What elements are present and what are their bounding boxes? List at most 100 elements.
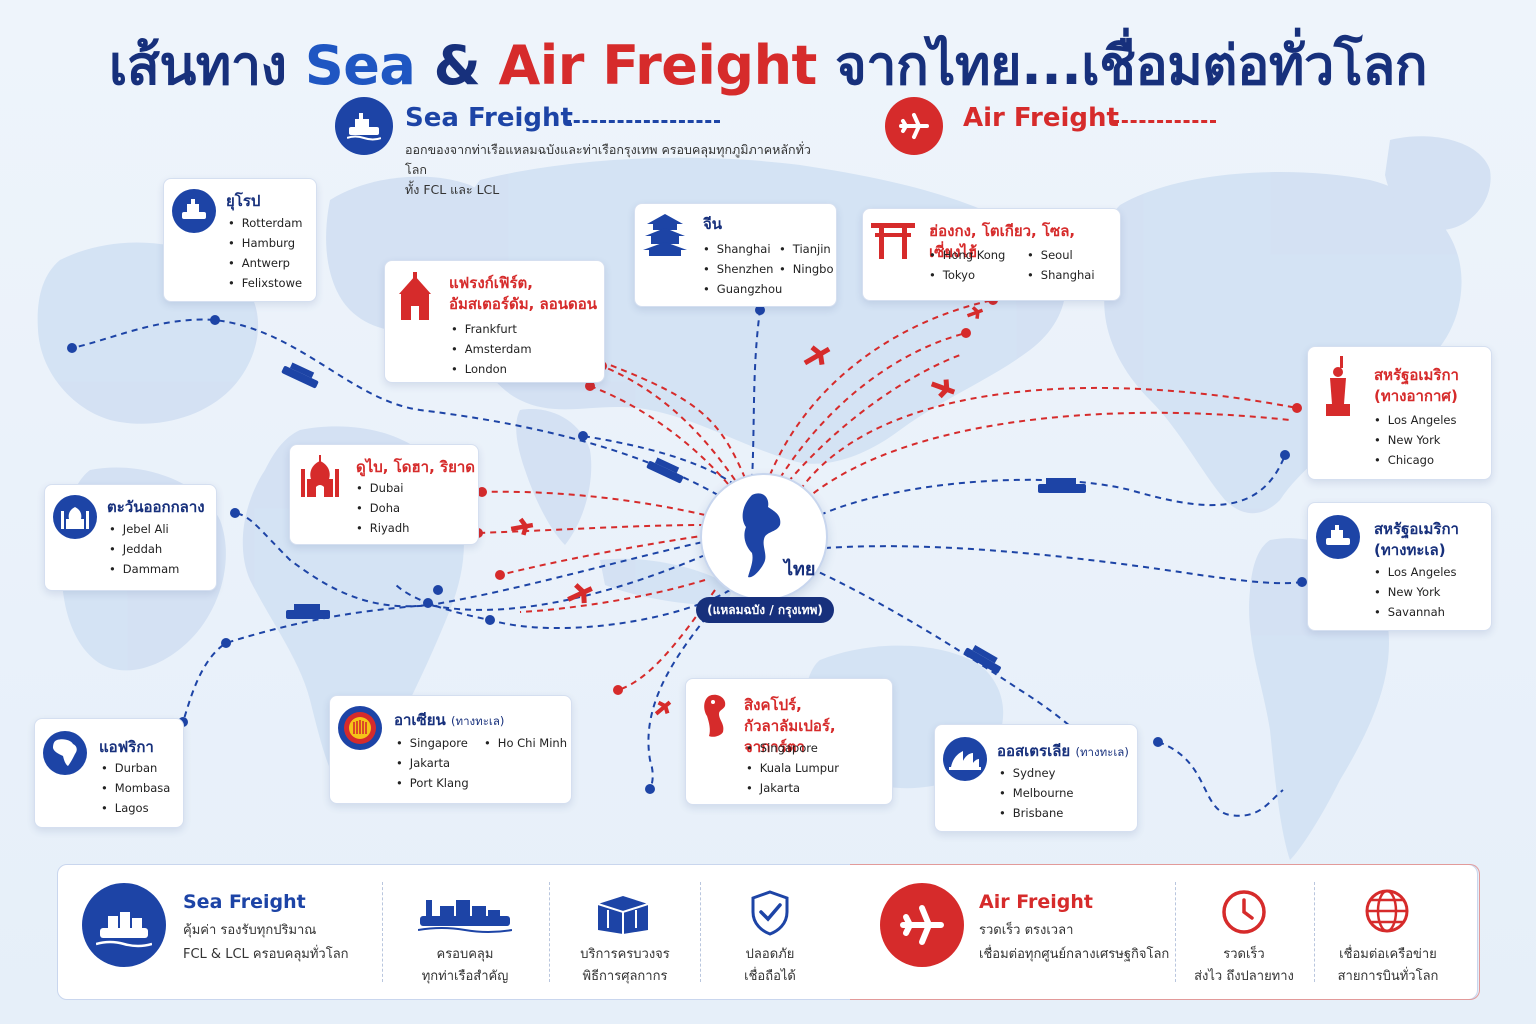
city-item: Frankfurt: [451, 319, 532, 339]
cargo-ship-icon: [417, 892, 513, 938]
sea-route-usa-south: [824, 545, 1303, 585]
footer-sea-line-2: FCL & LCL ครอบคลุมทั่วโลก: [183, 947, 349, 962]
city-item: Jakarta: [746, 778, 839, 798]
air-route-frankfurt: [601, 365, 736, 481]
city-item: Rotterdam: [228, 213, 303, 233]
torii-icon: [871, 217, 915, 261]
city-list: Los Angeles New York Chicago: [1374, 410, 1457, 470]
sea-endpoint: [1297, 577, 1307, 587]
air-endpoint: [961, 328, 971, 338]
card-title-main: ออสเตรเลีย: [997, 742, 1071, 760]
air-endpoint: [613, 685, 623, 695]
city-item: Melbourne: [999, 783, 1074, 803]
city-item: Sydney: [999, 763, 1074, 783]
divider: [1314, 882, 1315, 982]
card-china[interactable]: จีน Shanghai Shenzhen Guangzhou Tianjin …: [634, 203, 837, 307]
air-legend-line: [1113, 120, 1216, 123]
clock-icon: [1220, 888, 1268, 940]
greenland-landmass: [1385, 136, 1491, 230]
city-item: Tianjin: [779, 239, 834, 259]
card-title-line-1: สหรัฐอเมริกา: [1374, 520, 1459, 538]
city-item: Hong Kong: [929, 245, 1006, 265]
city-item: Dubai: [356, 478, 409, 498]
city-item: New York: [1374, 430, 1456, 450]
title-prefix: เส้นทาง: [108, 34, 305, 97]
card-title-line-2: (ทางทะเล): [1374, 541, 1446, 559]
asean-emblem-icon: [338, 706, 382, 750]
city-item: Felixstowe: [228, 273, 302, 293]
sea-endpoint: [210, 315, 220, 325]
card-sea-air[interactable]: สิงคโปร์, กัวลาลัมเปอร์, จาการ์ตา Singap…: [685, 678, 893, 805]
city-item: New York: [1374, 582, 1456, 602]
air-endpoint: [495, 570, 505, 580]
thailand-hub[interactable]: [700, 473, 828, 601]
city-item: Durban: [101, 758, 170, 778]
sea-legend-label: Sea Freight: [405, 103, 573, 133]
sea-route-south-pacific: [1157, 741, 1284, 817]
card-title-line-1: สหรัฐอเมริกา: [1374, 366, 1459, 384]
city-list: Rotterdam Hamburg Antwerp Felixstowe: [228, 213, 303, 293]
sea-feature-label: ปลอดภัย เชื่อถือได้: [695, 944, 845, 988]
plane-icon: [803, 345, 831, 366]
city-list: Singapore Kuala Lumpur Jakarta: [746, 738, 839, 798]
title-sea: Sea: [304, 34, 416, 97]
city-item: Shanghai: [1027, 265, 1095, 285]
city-list-left: Shanghai Shenzhen Guangzhou: [703, 239, 783, 299]
sea-legend-description: ออกของจากท่าเรือแหลมฉบังและท่าเรือกรุงเท…: [405, 140, 825, 200]
plane-icon: [567, 583, 593, 604]
opera-house-icon: [943, 737, 987, 781]
city-item: Ho Chi Minh: [484, 733, 567, 753]
card-africa[interactable]: แอฟริกา Durban Mombasa Lagos: [34, 718, 184, 828]
air-route-dubai: [481, 490, 706, 516]
air-route-singapore: [617, 589, 716, 691]
card-title: แฟรงก์เฟิร์ต, อัมสเตอร์ดัม, ลอนดอน: [449, 273, 597, 315]
card-title: สหรัฐอเมริกา (ทางทะเล): [1374, 519, 1459, 561]
air-route-doha: [477, 524, 706, 534]
air-route-london: [609, 364, 746, 479]
card-australia[interactable]: ออสเตรเลีย (ทางทะเล) Sydney Melbourne Br…: [934, 724, 1138, 832]
divider: [700, 882, 701, 982]
city-list: Frankfurt Amsterdam London: [451, 319, 532, 379]
city-item: Dammam: [109, 559, 180, 579]
city-item: Mombasa: [101, 778, 171, 798]
air-legend-icon: [885, 97, 943, 155]
card-europe-air[interactable]: แฟรงก์เฟิร์ต, อัมสเตอร์ดัม, ลอนดอน Frank…: [384, 260, 605, 383]
card-europe[interactable]: ยุโรป Rotterdam Hamburg Antwerp Felixsto…: [163, 178, 317, 302]
city-list: Los Angeles New York Savannah: [1374, 562, 1457, 622]
footer-air-title: Air Freight: [979, 891, 1093, 913]
card-title-main: อาเซียน: [394, 711, 446, 729]
card-middle-east-sea[interactable]: ตะวันออกกลาง Jebel Ali Jeddah Dammam: [44, 484, 217, 591]
card-title-line-2: อัมสเตอร์ดัม, ลอนดอน: [449, 295, 597, 313]
city-item: Kuala Lumpur: [746, 758, 839, 778]
sea-endpoint: [67, 343, 77, 353]
city-item: Savannah: [1374, 602, 1456, 622]
pagoda-icon: [643, 212, 687, 256]
indian-subcontinent: [516, 409, 592, 545]
ship-icon: [1038, 478, 1086, 493]
sea-legend-icon: [335, 97, 393, 155]
city-item: Shanghai: [703, 239, 782, 259]
card-usa-air[interactable]: สหรัฐอเมริกา (ทางอากาศ) Los Angeles New …: [1307, 346, 1492, 480]
shield-check-icon: [750, 890, 790, 940]
air-route-seoul: [787, 354, 961, 483]
air-feature-label: รวดเร็ว ส่งไว ถึงปลายทาง: [1169, 944, 1319, 988]
city-item: London: [451, 359, 532, 379]
city-item: Shenzhen: [703, 259, 782, 279]
ship-icon: [281, 362, 319, 389]
card-east-asia-air[interactable]: ฮ่องกง, โตเกียว, โซล, เซี่ยงไฮ้ Hong Kon…: [862, 208, 1121, 301]
customs-box-icon: [596, 894, 650, 938]
hub-name: ไทย: [784, 559, 816, 580]
card-asean[interactable]: อาเซียน (ทางทะเล) Singapore Jakarta Port…: [329, 695, 572, 804]
sea-endpoint: [578, 431, 588, 441]
city-item: Ningbo: [779, 259, 834, 279]
air-feature-label: เชื่อมต่อเครือข่าย สายการบินทั่วโลก: [1313, 944, 1463, 988]
card-usa-sea[interactable]: สหรัฐอเมริกา (ทางทะเล) Los Angeles New Y…: [1307, 502, 1492, 631]
feature-line-1: ปลอดภัย: [745, 947, 795, 962]
ship-icon: [286, 604, 330, 619]
africa-icon: [43, 731, 87, 775]
plane-icon: [654, 700, 672, 716]
sea-route-asean: [395, 584, 731, 629]
card-middle-east-air[interactable]: ดูไบ, โดฮา, ริยาด Dubai Doha Riyadh: [289, 444, 479, 545]
footer-sea-title: Sea Freight: [183, 891, 306, 913]
city-list-left: Hong Kong Tokyo: [929, 245, 1006, 285]
